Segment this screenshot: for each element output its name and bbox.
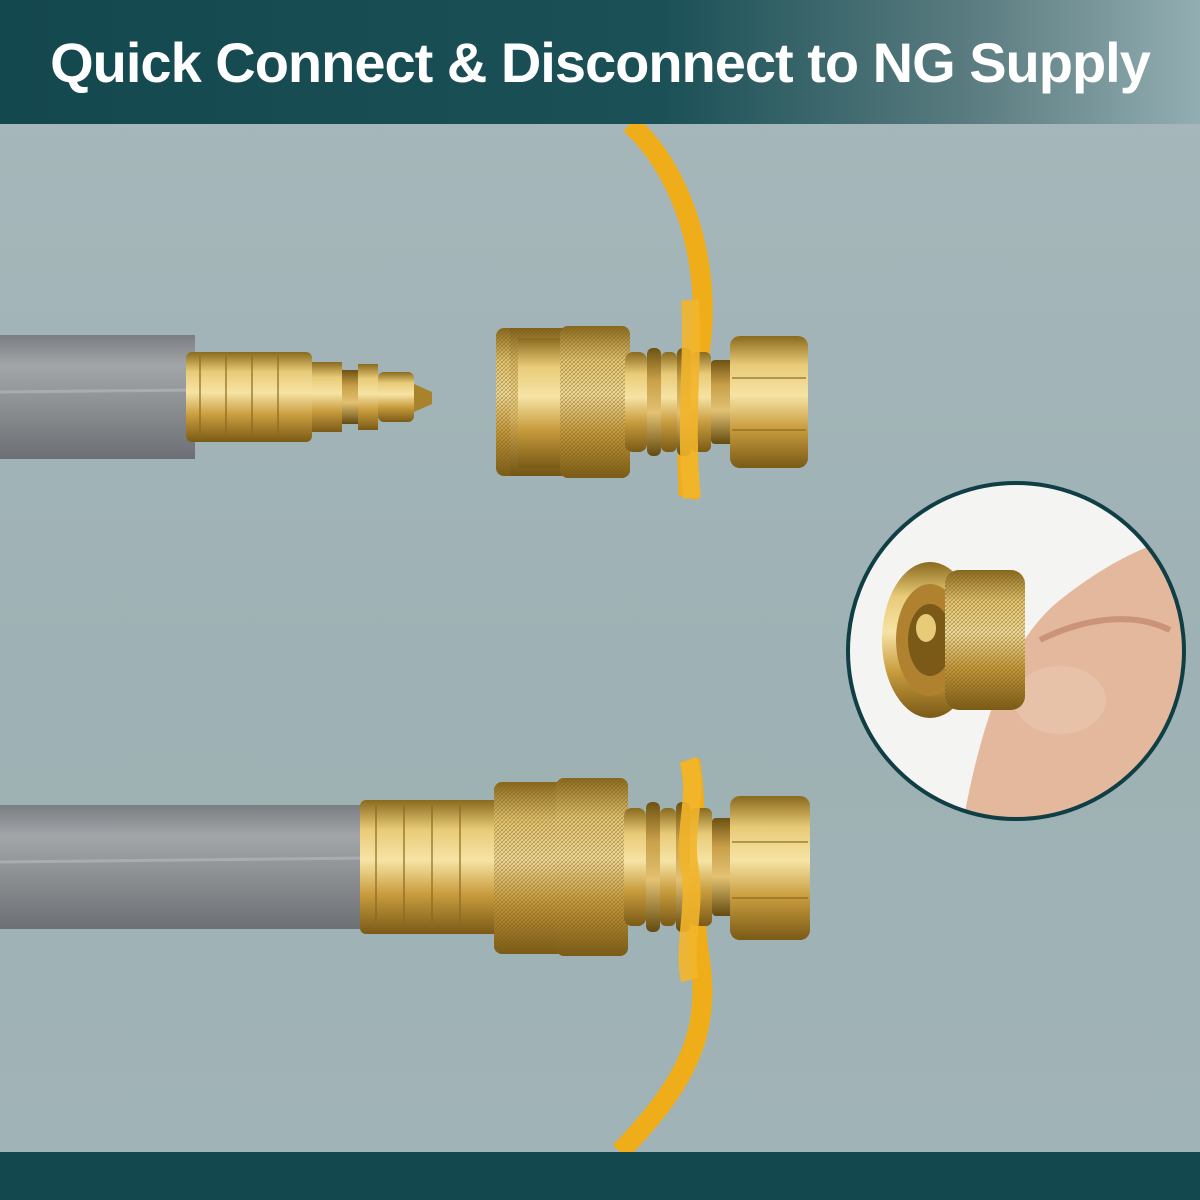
product-photo [0,124,1186,1152]
inset-frame [846,481,1186,821]
upper-hex-nut [730,336,808,468]
lower-collar [360,800,500,934]
upper-collar [186,352,312,442]
title-banner: Quick Connect & Disconnect to NG Supply [0,0,1200,124]
upper-hose [0,335,195,459]
footer-bar [0,1152,1200,1200]
headline: Quick Connect & Disconnect to NG Supply [50,31,1151,94]
lower-hose [0,805,370,929]
lower-hex-nut [730,796,810,940]
